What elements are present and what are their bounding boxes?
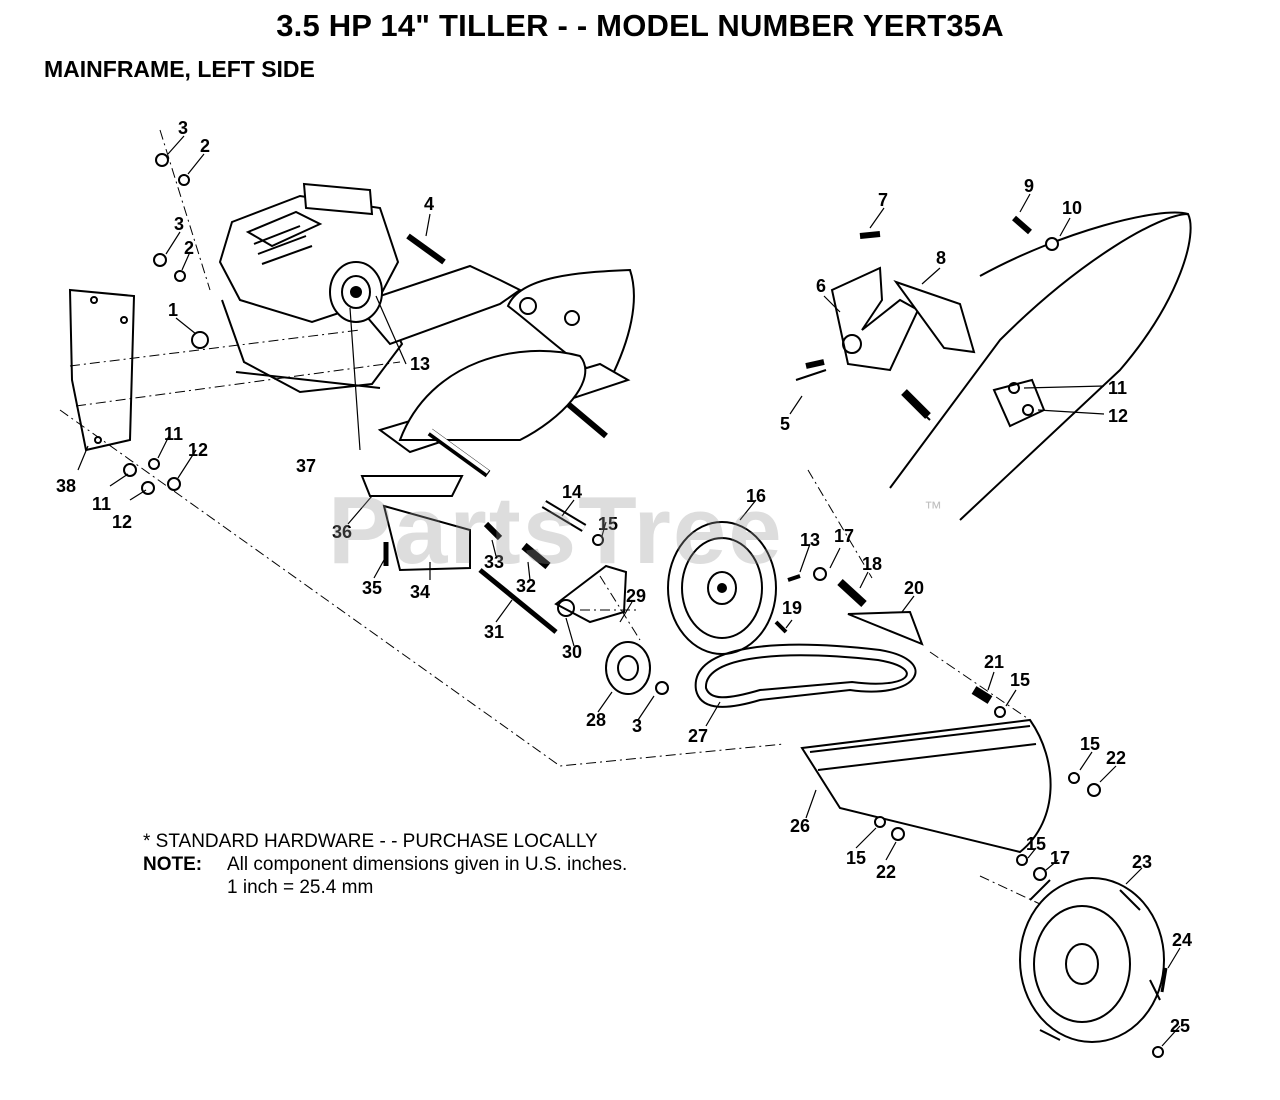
callout-6: 6	[816, 276, 826, 296]
pulley-16-illustration	[667, 521, 777, 655]
mainframe-illustration	[354, 264, 635, 478]
callout-17: 17	[1050, 848, 1070, 868]
callout-22: 22	[1106, 748, 1126, 768]
callout-7: 7	[878, 190, 888, 210]
notes-block: * STANDARD HARDWARE - - PURCHASE LOCALLY…	[143, 830, 627, 899]
callout-13: 13	[800, 530, 820, 550]
callout-32: 32	[516, 576, 536, 596]
standard-hardware-note: * STANDARD HARDWARE - - PURCHASE LOCALLY	[143, 831, 598, 852]
callout-29: 29	[626, 586, 646, 606]
callout-12: 12	[188, 440, 208, 460]
callout-22: 22	[876, 862, 896, 882]
callout-17: 17	[834, 526, 854, 546]
pulley-28-illustration	[605, 641, 651, 695]
callout-2: 2	[184, 238, 194, 258]
callout-21: 21	[984, 652, 1004, 672]
callout-20: 20	[904, 578, 924, 598]
callout-10: 10	[1062, 198, 1082, 218]
callout-11: 11	[164, 424, 183, 444]
callout-11: 11	[1108, 378, 1127, 398]
note-line-1: All component dimensions given in U.S. i…	[227, 854, 628, 875]
pulley-37-illustration	[329, 261, 383, 323]
callout-38: 38	[56, 476, 76, 496]
callout-3: 3	[174, 214, 184, 234]
callout-26: 26	[790, 816, 810, 836]
callout-34: 34	[410, 582, 430, 602]
callout-33: 33	[484, 552, 504, 572]
callout-37: 37	[296, 456, 316, 476]
callout-3: 3	[632, 716, 642, 736]
callout-8: 8	[936, 248, 946, 268]
callout-25: 25	[1170, 1016, 1190, 1036]
callout-24: 24	[1172, 930, 1192, 950]
callout-3: 3	[178, 118, 188, 138]
callout-16: 16	[746, 486, 766, 506]
callout-1: 1	[168, 300, 178, 320]
callout-31: 31	[484, 622, 504, 642]
callout-15: 15	[1080, 734, 1100, 754]
callout-14: 14	[562, 482, 582, 502]
callout-15: 15	[598, 514, 618, 534]
callout-4: 4	[424, 194, 434, 214]
bracket-38-illustration	[68, 288, 136, 452]
callout-36: 36	[332, 522, 352, 542]
callout-2: 2	[200, 136, 210, 156]
page-title: 3.5 HP 14" TILLER - - MODEL NUMBER YERT3…	[276, 8, 1004, 43]
callout-18: 18	[862, 554, 882, 574]
callout-12: 12	[1108, 406, 1128, 426]
dimension-note: NOTE: All component dimensions given in U…	[143, 853, 627, 876]
callout-9: 9	[1024, 176, 1034, 196]
callout-15: 15	[1010, 670, 1030, 690]
trademark-symbol: ™	[924, 498, 942, 518]
callout-11: 11	[92, 494, 111, 514]
callout-28: 28	[586, 710, 606, 730]
note-label: NOTE:	[143, 854, 203, 875]
callout-35: 35	[362, 578, 382, 598]
callout-27: 27	[688, 726, 708, 746]
belt-guard-26-illustration	[800, 718, 1052, 854]
wheel-23-illustration	[1019, 877, 1165, 1043]
callout-12: 12	[112, 512, 132, 532]
note-line-2: 1 inch = 25.4 mm	[227, 877, 374, 898]
callout-15: 15	[846, 848, 866, 868]
callout-23: 23	[1132, 852, 1152, 872]
callout-30: 30	[562, 642, 582, 662]
callout-5: 5	[780, 414, 790, 434]
callout-19: 19	[782, 598, 802, 618]
callout-13: 13	[410, 354, 430, 374]
page-subtitle: MAINFRAME, LEFT SIDE	[44, 56, 315, 82]
callout-15: 15	[1026, 834, 1046, 854]
